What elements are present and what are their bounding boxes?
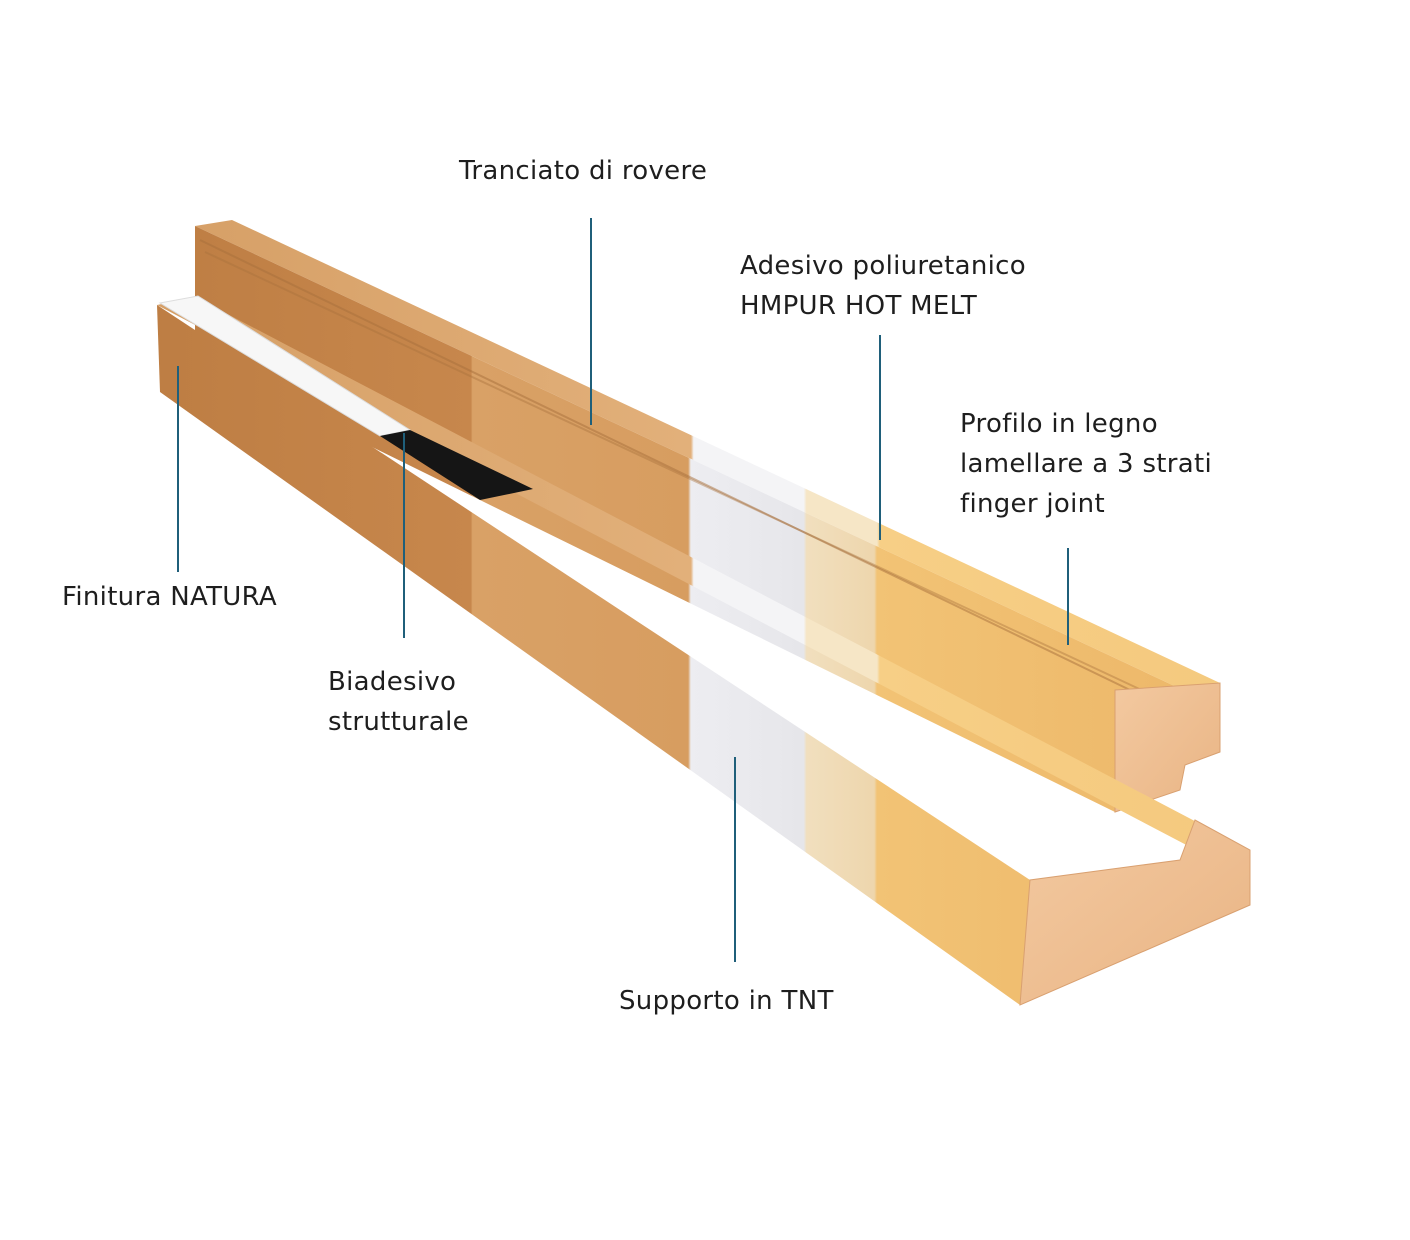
label-text: Finitura NATURA: [62, 582, 277, 612]
lower-profile: [157, 297, 1251, 1006]
upper-profile: [195, 220, 1221, 813]
label-text: strutturale: [328, 707, 469, 737]
label-biadesivo: Biadesivo strutturale: [328, 662, 469, 742]
label-text: Tranciato di rovere: [459, 156, 708, 186]
label-finitura: Finitura NATURA: [62, 577, 277, 617]
label-adesivo: Adesivo poliuretanico HMPUR HOT MELT: [740, 246, 1026, 326]
label-text: Adesivo poliuretanico: [740, 251, 1026, 281]
label-text: Supporto in TNT: [619, 986, 834, 1016]
leader-lines: [177, 218, 1069, 962]
label-profilo: Profilo in legno lamellare a 3 strati fi…: [960, 404, 1212, 524]
label-supporto: Supporto in TNT: [619, 981, 834, 1021]
label-tranciato: Tranciato di rovere: [459, 151, 707, 191]
label-text: Biadesivo: [328, 667, 457, 697]
structural-tape: [380, 430, 533, 500]
label-text: Profilo in legno: [960, 409, 1158, 439]
label-text: finger joint: [960, 489, 1105, 519]
label-text: lamellare a 3 strati: [960, 449, 1213, 479]
label-text: HMPUR HOT MELT: [740, 291, 978, 321]
